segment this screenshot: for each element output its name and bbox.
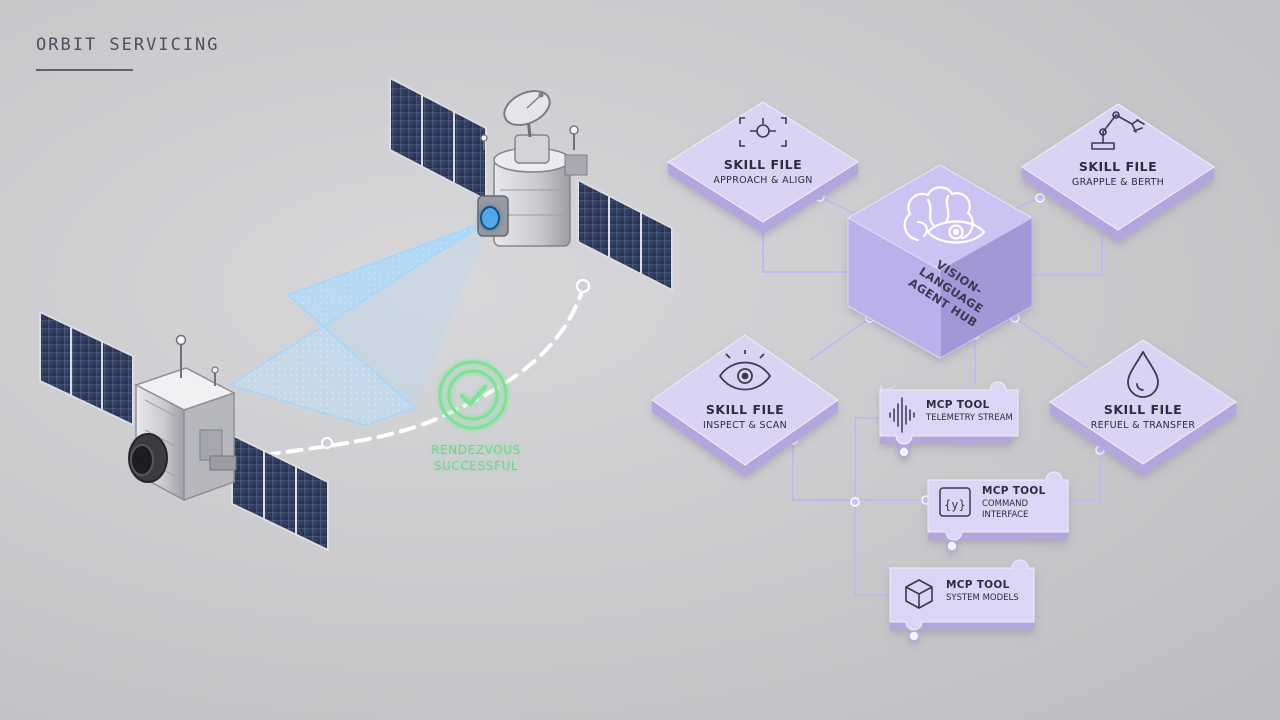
skill-label-grapple: SKILL FILE GRAPPLE & BERTH <box>1072 159 1164 188</box>
skill-subtitle: REFUEL & TRANSFER <box>1090 420 1196 431</box>
agent-hub-cube <box>846 164 1034 359</box>
solar-panel <box>389 76 487 202</box>
trajectory-waypoint <box>321 437 333 449</box>
tool-label-models: MCP TOOL SYSTEM MODELS <box>946 579 1019 604</box>
docking-camera-icon <box>477 195 509 237</box>
solar-panel <box>39 310 134 427</box>
skill-subtitle: APPROACH & ALIGN <box>713 175 813 186</box>
tool-subtitle: TELEMETRY STREAM <box>926 413 1013 423</box>
status-line-2: SUCCESSFUL <box>433 459 519 473</box>
servicer-satellite <box>39 310 329 552</box>
skill-node-inspect-scan <box>651 334 839 477</box>
skill-title: SKILL FILE <box>1078 159 1158 174</box>
target-scan-icon <box>739 117 787 147</box>
client-satellite <box>389 76 673 292</box>
solar-panel <box>577 178 673 292</box>
svg-text:{y}: {y} <box>944 498 966 512</box>
tool-title: MCP TOOL <box>982 485 1046 497</box>
tool-subtitle-line-1: COMMAND <box>982 499 1029 509</box>
page-title: ORBIT SERVICING <box>36 35 220 55</box>
brain-eye-icon <box>903 186 986 244</box>
skill-node-approach-align <box>667 101 859 234</box>
skill-node-refuel-transfer <box>1049 339 1237 476</box>
title-underline <box>36 69 133 71</box>
trajectory-waypoint <box>575 278 591 294</box>
eye-icon <box>718 350 772 391</box>
tool-label-telemetry: MCP TOOL TELEMETRY STREAM <box>926 399 1013 424</box>
skill-subtitle: INSPECT & SCAN <box>702 420 788 431</box>
tool-subtitle-line-2: INTERFACE <box>982 510 1029 520</box>
tool-node-telemetry <box>879 381 1019 458</box>
waveform-icon <box>889 397 915 433</box>
tool-title: MCP TOOL <box>946 579 1010 591</box>
skill-node-grapple-berth <box>1021 103 1215 242</box>
satellite-dish-icon <box>503 90 551 138</box>
fuel-drop-icon <box>1127 351 1159 398</box>
scan-beam <box>228 219 491 426</box>
tool-node-command <box>927 471 1069 552</box>
skill-subtitle: GRAPPLE & BERTH <box>1071 177 1165 188</box>
skill-label-inspect: SKILL FILE INSPECT & SCAN <box>703 402 787 431</box>
skill-title: SKILL FILE <box>723 157 803 172</box>
camera-lens-icon <box>128 433 168 483</box>
code-brackets-icon: {y} <box>939 487 971 517</box>
tool-title: MCP TOOL <box>926 399 990 411</box>
success-check-icon <box>438 360 508 430</box>
cube-icon <box>905 579 933 609</box>
skill-title: SKILL FILE <box>705 402 785 417</box>
rendezvous-status: RENDEZVOUS SUCCESSFUL <box>431 442 521 474</box>
skill-label-refuel: SKILL FILE REFUEL & TRANSFER <box>1091 402 1196 431</box>
status-line-1: RENDEZVOUS <box>431 443 521 457</box>
robotic-arm-icon <box>1091 111 1145 150</box>
skill-label-approach: SKILL FILE APPROACH & ALIGN <box>713 157 812 186</box>
tool-subtitle: SYSTEM MODELS <box>946 593 1019 603</box>
skill-title: SKILL FILE <box>1103 402 1183 417</box>
